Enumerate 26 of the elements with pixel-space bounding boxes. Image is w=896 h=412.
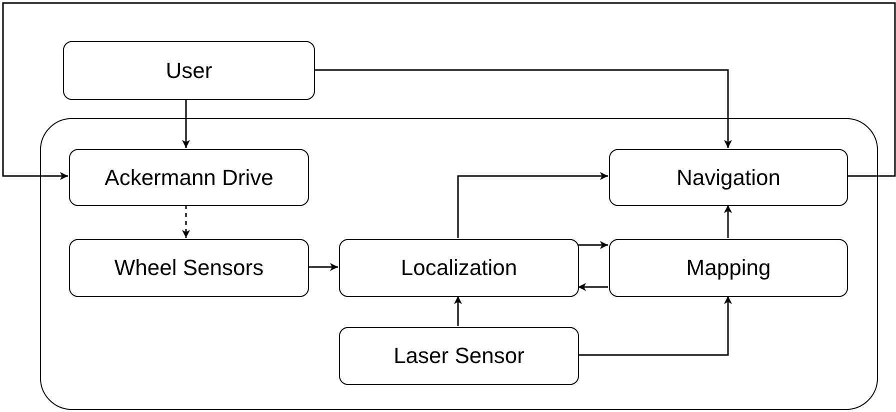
node-label: Ackermann Drive (104, 164, 274, 190)
process-box (339, 327, 579, 385)
arrow (578, 283, 608, 291)
arrow (315, 69, 732, 148)
arrow (578, 296, 732, 356)
node-label: Mapping (686, 255, 771, 281)
arrow (578, 241, 608, 249)
arrow (182, 100, 190, 148)
node-label: User (166, 58, 212, 84)
arrow (182, 205, 190, 238)
node-label: Localization (400, 255, 518, 281)
arrow (457, 172, 608, 238)
arrow (308, 263, 338, 271)
process-box (339, 239, 579, 297)
arrow (2, 2, 896, 180)
process-box (63, 41, 315, 100)
container-box (40, 118, 878, 410)
node-label: Wheel Sensors (114, 255, 264, 281)
process-box (609, 149, 848, 206)
process-box (69, 239, 309, 297)
arrow (724, 205, 732, 238)
node-label: Laser Sensor (394, 343, 524, 369)
arrow (454, 296, 462, 326)
node-label: Navigation (676, 164, 780, 190)
process-box (609, 239, 848, 297)
process-box (69, 149, 309, 206)
